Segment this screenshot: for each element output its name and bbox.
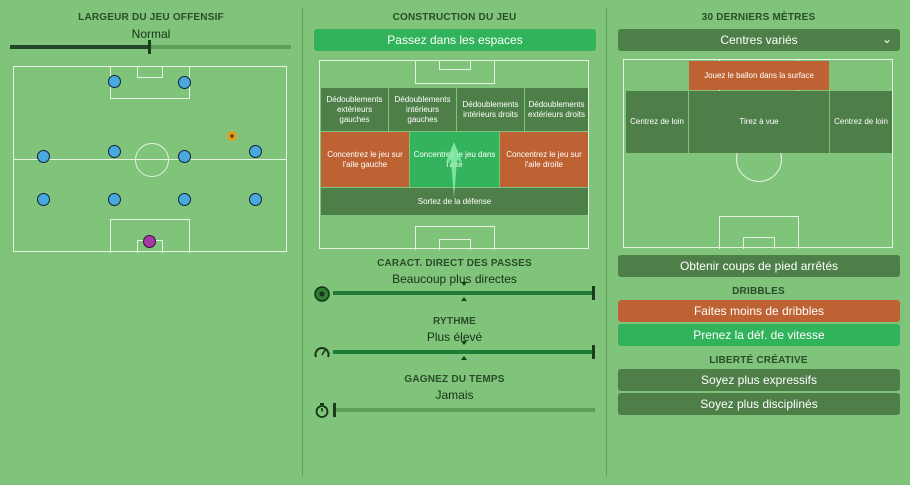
zone-cross-early-left[interactable]: Centrez de loin (626, 91, 688, 153)
be-expressive-button[interactable]: Soyez plus expressifs (618, 369, 900, 391)
slider-handle[interactable] (592, 286, 595, 300)
tempo-title: RYTHME (432, 316, 477, 327)
player-marker[interactable] (178, 150, 191, 163)
gauge-icon (314, 347, 330, 358)
time-wasting-title: GAGNEZ DU TEMPS (404, 374, 505, 385)
zone-cross-early-right[interactable]: Centrez de loin (830, 91, 892, 153)
crossing-select[interactable]: Centres variés ⌄ (618, 29, 900, 51)
plus-marker-icon[interactable]: + (227, 131, 237, 141)
player-marker[interactable] (37, 150, 50, 163)
build-up-panel: CONSTRUCTION DU JEU Passez dans les espa… (303, 0, 606, 485)
zone-shoot-on-sight[interactable]: Tirez à vue (689, 91, 829, 153)
formation-pitch (13, 66, 287, 253)
run-at-defence-button[interactable]: Prenez la déf. de vitesse (618, 324, 900, 346)
passing-directness-slider[interactable] (333, 282, 595, 301)
dribble-less-button[interactable]: Faites moins de dribbles (618, 300, 900, 322)
passing-directness-value: Beaucoup plus directes (392, 272, 517, 286)
player-marker[interactable] (108, 145, 121, 158)
set-pieces-button[interactable]: Obtenir coups de pied arrêtés (618, 255, 900, 277)
zone-work-into-box[interactable]: Jouez le ballon dans la surface (689, 61, 829, 90)
slider-handle[interactable] (333, 403, 336, 417)
player-marker[interactable] (108, 75, 121, 88)
tempo-value: Plus élevé (426, 330, 483, 344)
final-third-panel: 30 DERNIERS MÈTRES Centres variés ⌄ Joue… (607, 0, 910, 485)
attacking-width-title: LARGEUR DU JEU OFFENSIF (78, 12, 224, 23)
tempo-slider[interactable] (333, 341, 595, 360)
attacking-width-slider[interactable] (10, 40, 291, 54)
creative-freedom-title: LIBERTÉ CRÉATIVE (709, 355, 808, 366)
ball-icon (314, 286, 330, 302)
dribbling-title: DRIBBLES (732, 286, 785, 297)
stopwatch-icon (315, 403, 329, 418)
zone-overlap-right-inside[interactable]: Dédoublements intérieurs droits (457, 88, 524, 131)
pass-into-space-button[interactable]: Passez dans les espaces (314, 29, 596, 51)
zone-play-out-defence[interactable]: Sortez de la défense (321, 188, 588, 215)
time-wasting-slider[interactable] (333, 403, 595, 417)
zone-focus-left-flank[interactable]: Concentrez le jeu sur l'aile gauche (321, 132, 409, 187)
passing-directness-title: CARACT. DIRECT DES PASSES (377, 258, 532, 269)
final-third-title: 30 DERNIERS MÈTRES (701, 12, 816, 23)
attacking-width-panel: LARGEUR DU JEU OFFENSIF Normal + (0, 0, 302, 485)
player-marker[interactable] (108, 193, 121, 206)
time-wasting-value: Jamais (435, 388, 474, 402)
player-marker[interactable] (178, 193, 191, 206)
zone-focus-right-flank[interactable]: Concentrez le jeu sur l'aile droite (500, 132, 588, 187)
attacking-width-value: Normal (131, 27, 171, 41)
column-divider (302, 8, 303, 476)
zone-overlap-left-outside[interactable]: Dédoublements extérieurs gauches (321, 88, 388, 131)
crossing-select-value: Centres variés (720, 33, 798, 47)
chevron-down-icon: ⌄ (881, 32, 892, 46)
player-marker[interactable] (37, 193, 50, 206)
zone-overlap-right-outside[interactable]: Dédoublements extérieurs droits (525, 88, 588, 131)
player-marker[interactable] (249, 145, 262, 158)
be-disciplined-button[interactable]: Soyez plus disciplinés (618, 393, 900, 415)
goalkeeper-marker[interactable] (143, 235, 156, 248)
arrow-up-icon (446, 142, 462, 198)
build-up-title: CONSTRUCTION DU JEU (392, 12, 517, 23)
zone-overlap-left-inside[interactable]: Dédoublements intérieurs gauches (389, 88, 456, 131)
player-marker[interactable] (178, 76, 191, 89)
column-divider (606, 8, 607, 476)
slider-handle[interactable] (148, 40, 151, 54)
slider-handle[interactable] (592, 345, 595, 359)
player-marker[interactable] (249, 193, 262, 206)
